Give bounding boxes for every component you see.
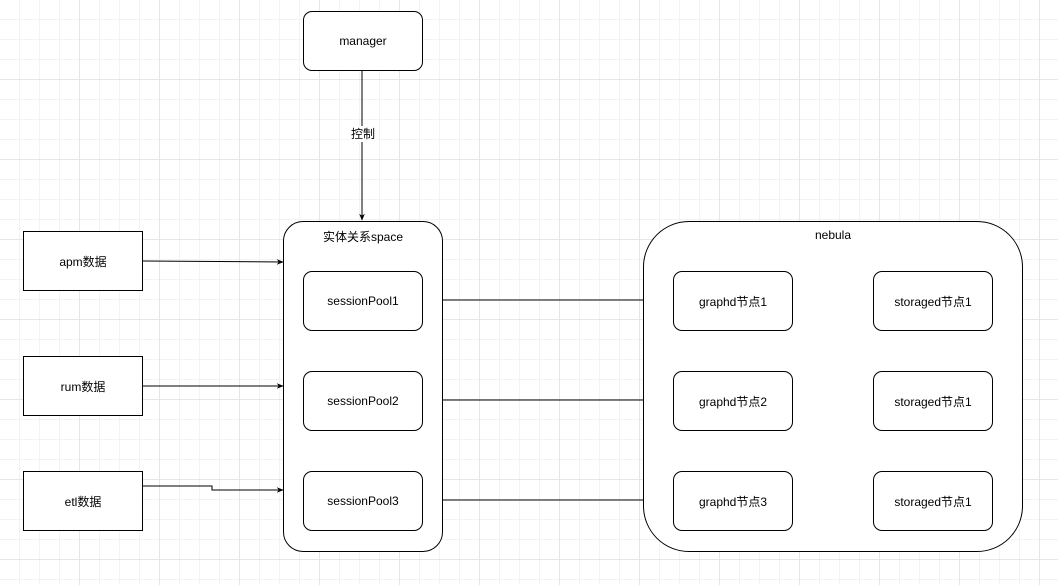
entity-space-title: 实体关系space [322,230,404,244]
storaged-node-1[interactable]: storaged节点1 [873,271,993,331]
session-pool-1-node[interactable]: sessionPool1 [303,271,423,331]
storaged-node-3[interactable]: storaged节点1 [873,471,993,531]
graphd-node-1[interactable]: graphd节点1 [673,271,793,331]
apm-data-node[interactable]: apm数据 [23,231,143,291]
manager-node[interactable]: manager [303,11,423,71]
nebula-title: nebula [814,228,852,242]
graphd-node-2[interactable]: graphd节点2 [673,371,793,431]
session-pool-3-node[interactable]: sessionPool3 [303,471,423,531]
rum-data-node[interactable]: rum数据 [23,356,143,416]
edge-label-control: 控制 [349,126,378,142]
graphd-node-3[interactable]: graphd节点3 [673,471,793,531]
storaged-node-2[interactable]: storaged节点1 [873,371,993,431]
session-pool-2-node[interactable]: sessionPool2 [303,371,423,431]
edge-etl-to-space [143,485,284,493]
edge-apm-to-space [142,259,284,265]
etl-data-node[interactable]: etl数据 [23,471,143,531]
